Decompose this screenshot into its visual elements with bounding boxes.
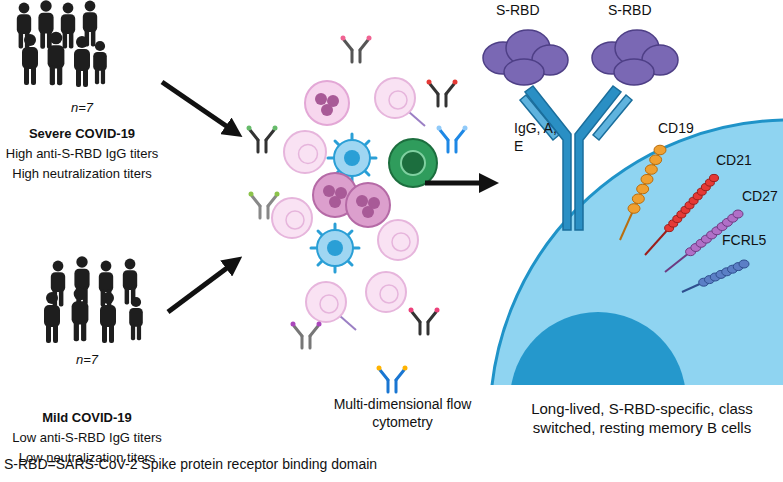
immune-cell [306, 282, 356, 330]
immune-cell [366, 272, 406, 312]
person-icon [61, 3, 75, 49]
flow-arrow [425, 181, 490, 186]
antibody-icon [427, 80, 458, 107]
b-cell [490, 120, 783, 385]
antibody-icon [247, 126, 278, 153]
node-text: High neutralization titers [2, 164, 162, 184]
node-text: High anti-S-RBD IgG titers [2, 144, 162, 164]
node-text: S-RBD [608, 2, 652, 20]
antibody-icon [377, 366, 408, 393]
antibody-icon [249, 192, 280, 219]
node-text: IgG, A, E [514, 120, 564, 155]
antibody-icon [291, 322, 322, 349]
antibody-icon [341, 36, 372, 63]
cell-cluster [247, 36, 468, 393]
node-text: Multi-dimensional flow cytometry [320, 396, 485, 431]
node-text: Low anti-S-RBD IgG titers [6, 428, 168, 448]
antibody-icon [437, 126, 468, 153]
marker-protein [620, 145, 666, 240]
person-icon [74, 36, 90, 87]
footnote-label: S-RBD=SARS-CoV-2 Spike protein receptor … [4, 456, 377, 472]
node-text: FCRL5 [722, 232, 766, 250]
person-icon [129, 297, 143, 340]
person-icon [22, 34, 38, 85]
person-icon [72, 288, 89, 342]
marker-protein [645, 174, 719, 255]
node-text: CD27 [742, 188, 778, 206]
diagram-node: Multi-dimensional flow cytometry [235, 40, 425, 440]
diagram-node: n=7Severe COVID-19High anti-S-RBD IgG ti… [2, 0, 162, 184]
node-text: S-RBD [496, 2, 540, 20]
flow-arrow [168, 262, 235, 312]
antibody-icon [409, 308, 440, 335]
node-text: n=7 [2, 98, 162, 118]
node-text: CD19 [658, 120, 694, 138]
immune-cell [284, 131, 326, 173]
diagram-node: S-RBD S-RBD IgG, A, E CD19CD21CD27FCRL5Long… [490, 0, 783, 450]
person-icon [99, 261, 113, 307]
person-icon [100, 292, 116, 343]
immune-cell [389, 139, 437, 187]
node-text: Long-lived, S-RBD-specific, class switch… [504, 400, 780, 438]
flow-arrow [162, 82, 235, 132]
node-text: n=7 [6, 350, 168, 370]
bcr-antibody [520, 86, 632, 230]
immune-cell [378, 220, 418, 260]
node-text: CD21 [716, 152, 752, 170]
marker-protein [682, 260, 749, 292]
immune-cell [375, 78, 425, 126]
person-icon [44, 292, 60, 343]
person-icon [48, 32, 65, 86]
node-text: Severe COVID-19 [2, 124, 162, 144]
immune-cell [272, 198, 312, 238]
s-rbd-protein [483, 30, 678, 85]
person-icon [74, 256, 89, 304]
diagram-node: n=7Mild COVID-19Low anti-S-RBD IgG titer… [6, 255, 168, 468]
person-icon [93, 41, 107, 84]
immune-cell [305, 81, 349, 125]
node-text: Mild COVID-19 [6, 408, 168, 428]
immune-cell [311, 224, 359, 272]
immune-cell [346, 183, 390, 227]
